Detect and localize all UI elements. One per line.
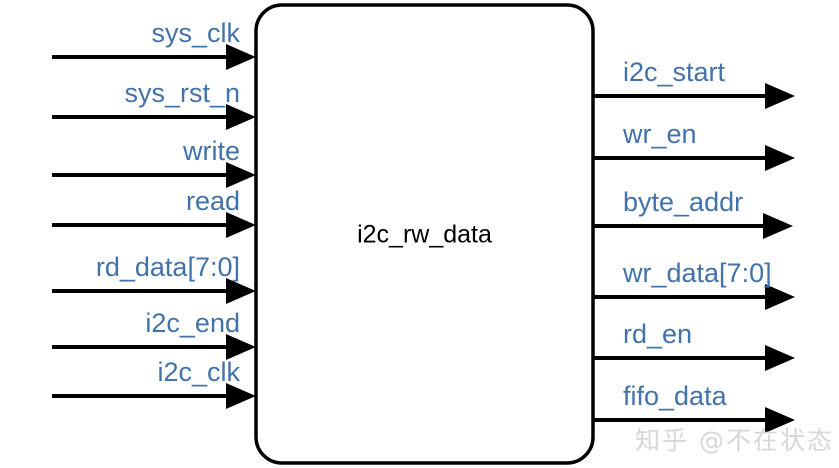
output-wr-data7-0-label: wr_data[7:0] (623, 258, 772, 288)
input-rd-data7-0-label: rd_data[7:0] (95, 252, 240, 282)
input-sys-rst-n-arrow-head (226, 104, 256, 130)
input-rd-data7-0-arrow-head (226, 278, 256, 304)
input-sys-clk-arrow-head (226, 44, 256, 70)
output-rd-en-label: rd_en (623, 319, 693, 349)
input-i2c-end-arrow-head (226, 334, 256, 360)
module-block-label: i2c_rw_data (357, 220, 492, 249)
output-fifo-data-arrow-head (765, 407, 795, 433)
input-i2c-end-label: i2c_end (145, 308, 240, 338)
input-write-label: write (182, 136, 240, 166)
output-fifo-data-label: fifo_data (623, 381, 727, 411)
input-read-arrow-head (226, 212, 256, 238)
input-i2c-clk-arrow-head (226, 383, 256, 409)
input-sys-rst-n-label: sys_rst_n (124, 78, 240, 108)
output-byte-addr-label: byte_addr (623, 187, 744, 217)
output-wr-en-label: wr_en (623, 119, 697, 149)
output-wr-data7-0-arrow-head (765, 284, 795, 310)
input-write-arrow-head (226, 162, 256, 188)
output-byte-addr-arrow-head (763, 213, 793, 239)
output-rd-en-arrow-head (765, 345, 795, 371)
input-read-label: read (185, 186, 240, 216)
output-wr-en-arrow-head (765, 145, 795, 171)
input-i2c-clk-label: i2c_clk (157, 357, 240, 387)
output-i2c-start-arrow-head (765, 83, 795, 109)
output-arrow-group (593, 83, 795, 433)
output-i2c-start-label: i2c_start (623, 57, 726, 87)
module-block-outline (254, 3, 595, 465)
input-arrow-group (52, 44, 256, 409)
input-sys-clk-label: sys_clk (151, 18, 240, 48)
